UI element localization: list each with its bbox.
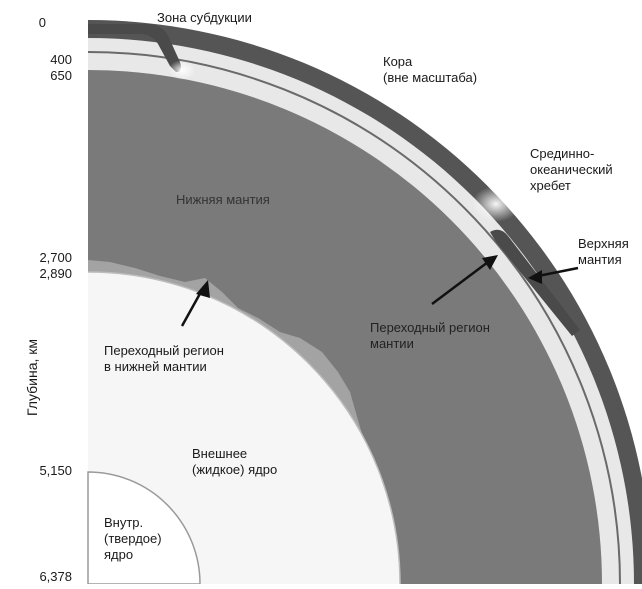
- ridge-glow: [472, 186, 520, 222]
- depth-tick-2700: 2,700: [28, 251, 72, 265]
- label-lower-transition: Переходный регион в нижней мантии: [104, 343, 224, 375]
- depth-axis-title: Глубина, км: [24, 339, 40, 416]
- depth-tick-2890: 2,890: [28, 267, 72, 281]
- depth-tick-6378: 6,378: [28, 570, 72, 584]
- label-mid-ocean-ridge: Срединно- океанический хребет: [530, 146, 613, 194]
- label-mantle-transition: Переходный регион мантии: [370, 320, 490, 352]
- depth-tick-650: 650: [28, 69, 72, 83]
- label-crust: Кора (вне масштаба): [383, 54, 477, 86]
- label-upper-mantle: Верхняя мантия: [578, 236, 629, 268]
- label-lower-mantle: Нижняя мантия: [176, 192, 270, 208]
- depth-tick-400: 400: [28, 53, 72, 67]
- label-subduction-zone: Зона субдукции: [157, 10, 252, 26]
- depth-tick-5150: 5,150: [28, 464, 72, 478]
- depth-tick-0: 0: [2, 16, 46, 30]
- label-inner-core: Внутр. (твердое) ядро: [104, 515, 162, 563]
- subduction-glow: [168, 60, 196, 80]
- label-outer-core: Внешнее (жидкое) ядро: [192, 446, 277, 478]
